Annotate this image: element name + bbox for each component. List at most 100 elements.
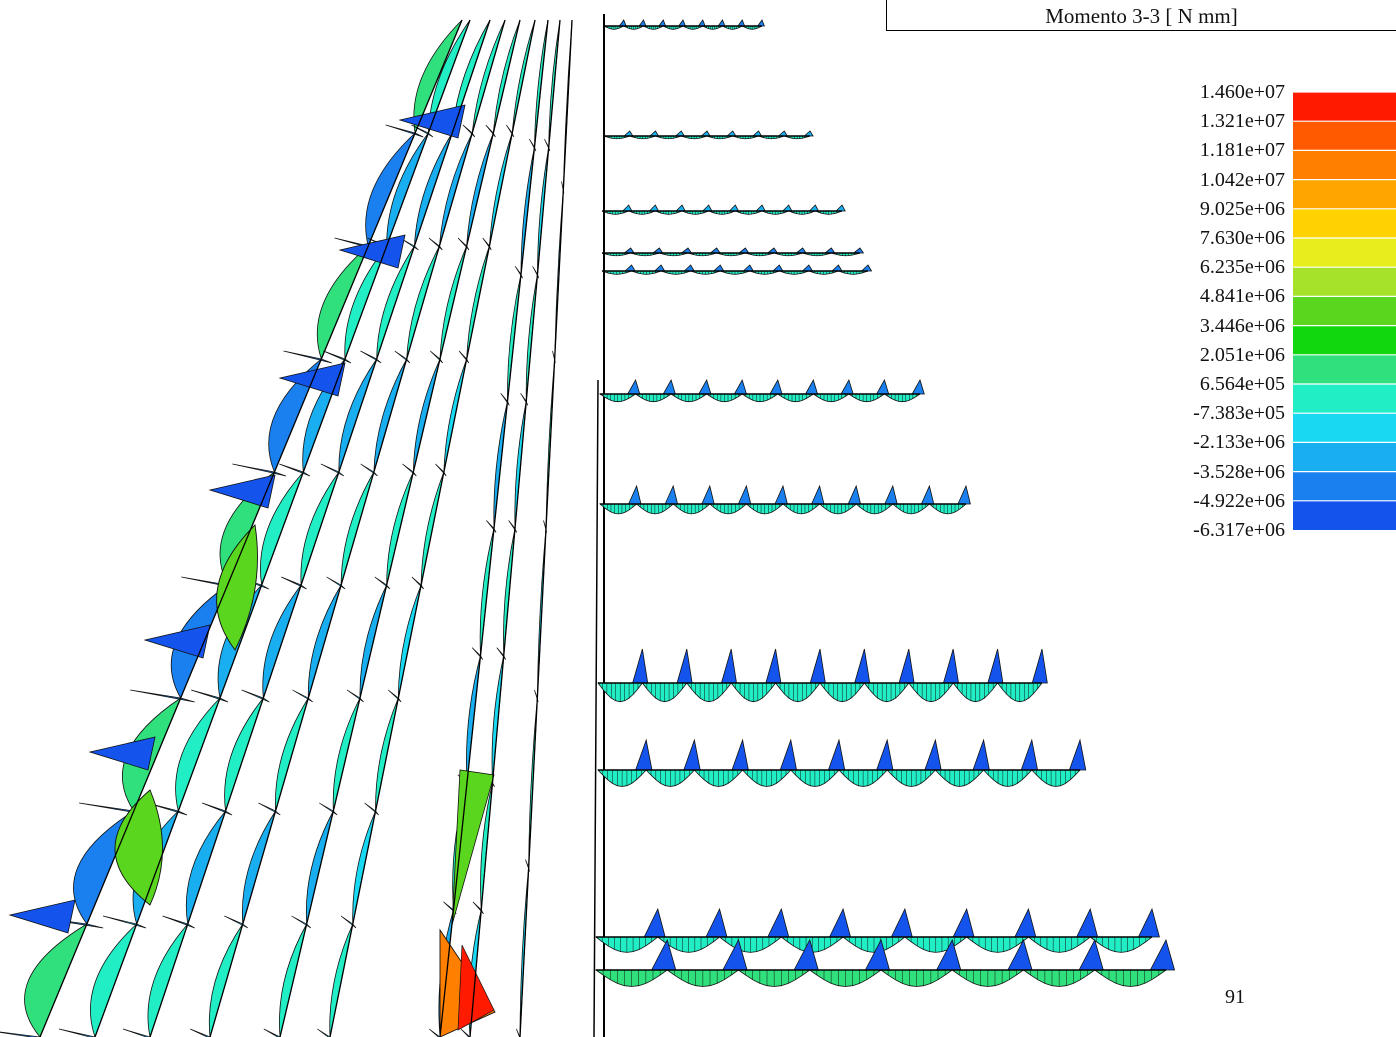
hogging-moment <box>847 484 862 505</box>
legend-label: -6.317e+06 <box>1193 519 1285 541</box>
hogging-moment <box>852 247 865 254</box>
column-moment-spike <box>58 1028 96 1037</box>
hogging-moment <box>648 204 660 212</box>
beam-diagram <box>603 130 814 140</box>
hogging-moment <box>720 648 737 684</box>
hogging-moment <box>726 130 737 137</box>
column-moment-spike <box>0 1031 42 1037</box>
hogging-moment <box>632 648 649 684</box>
hogging-moment <box>680 247 693 254</box>
floor-hogging-wedge <box>338 234 406 269</box>
column-moment-spike <box>514 266 523 279</box>
hogging-moment <box>854 648 871 684</box>
beam-diagram <box>598 378 925 403</box>
legend-swatch <box>1293 413 1396 443</box>
hogging-moment <box>808 204 820 212</box>
column-axis <box>329 19 536 1037</box>
hogging-moment <box>664 484 679 505</box>
legend-swatch <box>1293 354 1396 384</box>
hogging-moment <box>911 378 925 395</box>
hogging-moment <box>860 264 873 272</box>
column-axis <box>209 19 506 1037</box>
hogging-moment <box>835 204 846 212</box>
column-moment-diagrams <box>0 19 573 1037</box>
column-diagram <box>0 19 463 1037</box>
hogging-moment <box>675 204 686 212</box>
column-moment-spike <box>283 350 332 364</box>
column-moment-spike <box>508 520 518 533</box>
hogging-moment <box>823 247 836 254</box>
hogging-moment <box>658 19 667 27</box>
column-axis <box>279 19 521 1037</box>
hogging-moment <box>623 130 634 137</box>
hogging-moment <box>777 130 789 137</box>
column-moment-spike <box>460 1028 471 1037</box>
hogging-moment <box>876 738 894 771</box>
hogging-moment <box>774 484 788 505</box>
hogging-moment <box>701 204 713 212</box>
hogging-moment <box>898 648 915 684</box>
hogging-moment <box>779 738 798 771</box>
hogging-moment <box>621 204 633 212</box>
column-moment-spike <box>516 1028 521 1037</box>
column-moment-spike <box>258 802 281 816</box>
column-diagram <box>428 19 549 1037</box>
legend-label: 6.564e+05 <box>1199 373 1285 395</box>
hogging-moment <box>742 264 755 272</box>
beam-moment-diagrams <box>594 19 1176 987</box>
column-moment-spike <box>388 689 402 703</box>
hogging-moment <box>756 19 765 27</box>
legend-swatch <box>1293 92 1396 122</box>
hogging-moment <box>1149 938 1176 971</box>
legend-label: 6.235e+06 <box>1199 256 1285 279</box>
legend-label: -4.922e+06 <box>1193 489 1285 512</box>
hogging-moment <box>677 19 686 27</box>
hogging-moment <box>705 907 728 938</box>
legend-label: 9.025e+06 <box>1199 197 1285 220</box>
column-moment-spike <box>485 124 496 138</box>
hogging-moment <box>803 130 814 137</box>
column-diagram <box>460 19 561 1037</box>
result-title: Momento 3-3 [ N mm] <box>1045 4 1238 28</box>
beam-diagram <box>594 938 1176 987</box>
legend-swatch <box>1293 267 1396 297</box>
legend-swatch <box>1293 500 1396 530</box>
column-diagram <box>122 19 491 1037</box>
hogging-moment <box>987 648 1004 684</box>
floor-hogging-wedge <box>143 624 211 659</box>
legend-swatch <box>1293 384 1396 414</box>
hogging-moment <box>648 130 660 137</box>
hogging-moment <box>697 19 706 27</box>
hogging-moment <box>942 648 959 684</box>
hogging-moment <box>737 19 746 27</box>
column-moment-spike <box>471 647 484 660</box>
column-moment-spike <box>399 237 419 251</box>
hogging-moment <box>767 907 790 938</box>
legend-label: -3.528e+06 <box>1193 460 1285 483</box>
legend-label: 4.841e+06 <box>1199 285 1285 308</box>
vertical-member-axis-2 <box>593 379 599 1037</box>
hogging-moment <box>827 738 846 771</box>
legend-label: 2.051e+06 <box>1199 343 1285 366</box>
column-moment-spike <box>122 1028 151 1037</box>
hogging-moment <box>624 264 636 272</box>
column-moment-spike <box>411 124 434 138</box>
hogging-moment <box>766 247 779 254</box>
hogging-moment <box>1068 738 1087 771</box>
column-moment-lobe <box>451 769 495 926</box>
column-axis <box>149 19 491 1037</box>
column-moment-spike <box>263 1028 281 1037</box>
legend-swatch <box>1293 296 1396 326</box>
hogging-moment <box>733 378 748 395</box>
hogging-moment <box>728 204 740 212</box>
column-moment-spike <box>430 350 443 364</box>
legend-swatch <box>1293 471 1396 501</box>
hogging-moment <box>801 264 814 272</box>
column-moment-segment <box>90 923 138 1037</box>
beam-diagram <box>597 738 1087 787</box>
column-moment-segment <box>24 923 88 1037</box>
hogging-moment <box>712 264 725 272</box>
legend-swatch <box>1293 442 1396 472</box>
column-moment-spike <box>319 802 338 816</box>
column-axes <box>39 19 573 1037</box>
